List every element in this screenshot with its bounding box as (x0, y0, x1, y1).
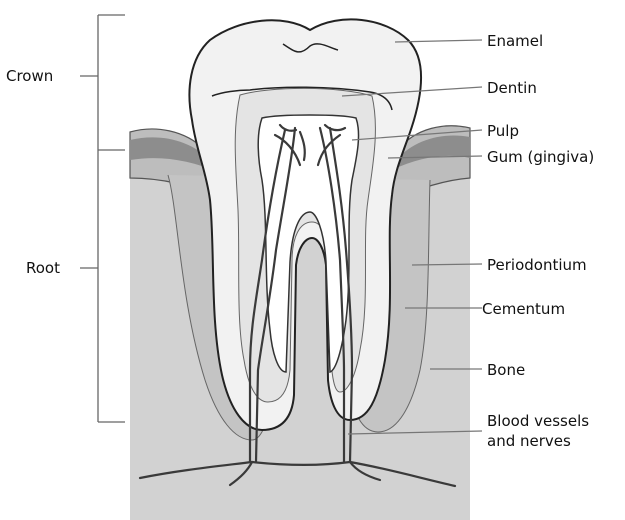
crown-label: Crown (6, 67, 53, 85)
periodontium-label: Periodontium (487, 256, 587, 274)
crown-bracket (80, 15, 125, 150)
dentin-label: Dentin (487, 79, 537, 97)
vessels-label-line1: Blood vessels (487, 412, 589, 430)
pulp-label: Pulp (487, 122, 519, 140)
root-label: Root (26, 259, 60, 277)
bone-label: Bone (487, 361, 525, 379)
gum-label: Gum (gingiva) (487, 148, 594, 166)
vessels-label-line2: and nerves (487, 432, 571, 450)
root-bracket (80, 150, 125, 422)
cementum-label: Cementum (482, 300, 565, 318)
enamel-label: Enamel (487, 32, 543, 50)
